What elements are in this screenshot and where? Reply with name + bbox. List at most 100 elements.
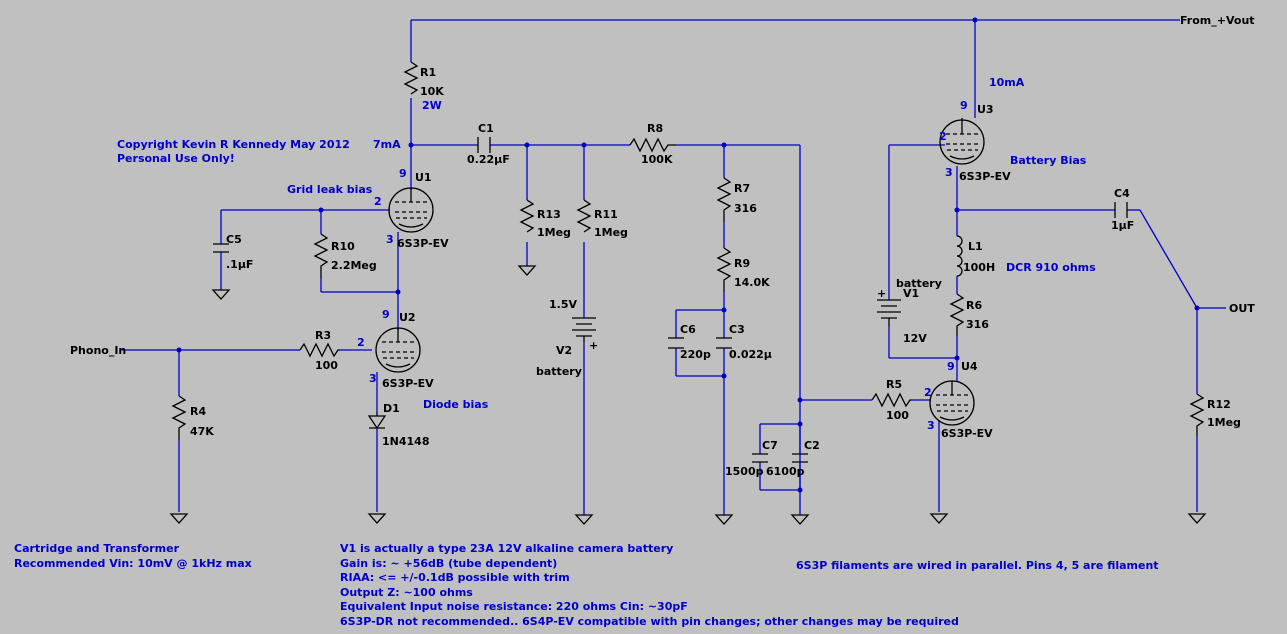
r4-ref: R4 xyxy=(190,405,206,418)
r7-symbol xyxy=(716,177,732,222)
l1-inductor-symbol xyxy=(956,235,963,277)
r12-value: 1Meg xyxy=(1207,416,1241,429)
c1-symbol xyxy=(477,137,491,153)
r11-value: 1Meg xyxy=(594,226,628,239)
u3-pin-plate: 9 xyxy=(960,99,968,112)
r5-symbol xyxy=(871,392,912,408)
u4-ref: U4 xyxy=(961,360,978,373)
v2-voltage: 1.5V xyxy=(549,298,577,311)
component-labels: R1 10K 2W C1 0.22µF R8 100K R13 1Meg R11… xyxy=(190,66,1241,478)
u3-model: 6S3P-EV xyxy=(959,170,1011,183)
capacitors xyxy=(213,137,1128,490)
u3-pin-cathode: 3 xyxy=(945,166,953,179)
cartridge-note-1: Cartridge and Transformer xyxy=(14,542,180,555)
resistors xyxy=(171,61,1205,440)
r8-value: 100K xyxy=(641,153,673,166)
tube-u1 xyxy=(388,187,434,233)
c1-value: 0.22µF xyxy=(467,153,510,166)
l1-value: 100H xyxy=(963,261,995,274)
design-note-5: Equivalent Input noise resistance: 220 o… xyxy=(340,600,688,613)
u4-pin-cathode: 3 xyxy=(927,419,935,432)
u3-current-label: 10mA xyxy=(989,76,1025,89)
design-note-1: V1 is actually a type 23A 12V alkaline c… xyxy=(340,542,673,555)
dcr-label: DCR 910 ohms xyxy=(1006,261,1096,274)
r11-ref: R11 xyxy=(594,208,618,221)
copyright-line-1: Copyright Kevin R Kennedy May 2012 xyxy=(117,138,350,151)
c4-symbol xyxy=(1114,202,1128,218)
r12-ref: R12 xyxy=(1207,398,1231,411)
r6-ref: R6 xyxy=(966,299,982,312)
u2-model: 6S3P-EV xyxy=(382,377,434,390)
r1-value: 10K xyxy=(420,85,444,98)
v2-ref: V2 xyxy=(556,344,572,357)
r4-symbol xyxy=(171,395,187,440)
r1-rating: 2W xyxy=(422,99,442,112)
c5-ref: C5 xyxy=(226,233,242,246)
v1-ref: V1 xyxy=(903,287,919,300)
v2-plus: + xyxy=(589,339,598,352)
copyright-line-2: Personal Use Only! xyxy=(117,152,235,165)
filament-note: 6S3P filaments are wired in parallel. Pi… xyxy=(796,559,1159,572)
r10-ref: R10 xyxy=(331,240,355,253)
junction-dots xyxy=(176,17,1200,493)
u2-pin-plate: 9 xyxy=(382,308,390,321)
c1-ref: C1 xyxy=(478,122,494,135)
r5-ref: R5 xyxy=(886,378,902,391)
r3-symbol xyxy=(299,342,340,358)
wires xyxy=(122,19,1226,515)
design-note-3: RIAA: <= +/-0.1dB possible with trim xyxy=(340,571,570,584)
u1-ref: U1 xyxy=(415,171,432,184)
u2-pin-cathode: 3 xyxy=(369,372,377,385)
battery-bias-label: Battery Bias xyxy=(1010,154,1087,167)
batteries xyxy=(572,299,901,342)
r6-symbol xyxy=(949,293,965,336)
net-label-phono-in: Phono_In xyxy=(70,344,126,357)
annotations: Copyright Kevin R Kennedy May 2012 Perso… xyxy=(14,76,1159,628)
design-note-6: 6S3P-DR not recommended.. 6S4P-EV compat… xyxy=(340,615,959,628)
u4-pin-plate: 9 xyxy=(947,360,955,373)
ground-symbols xyxy=(170,265,1206,525)
d1-value: 1N4148 xyxy=(382,435,429,448)
r9-symbol xyxy=(716,247,732,292)
l1-ref: L1 xyxy=(968,240,983,253)
r8-ref: R8 xyxy=(647,122,663,135)
tube-u4 xyxy=(929,380,975,426)
cartridge-note-2: Recommended Vin: 10mV @ 1kHz max xyxy=(14,557,252,570)
v2-battery-symbol xyxy=(572,317,596,342)
d1-ref: D1 xyxy=(383,402,400,415)
u1-model: 6S3P-EV xyxy=(397,237,449,250)
c7-value: 1500p xyxy=(725,465,764,478)
c5-symbol xyxy=(213,243,229,253)
v1-voltage: 12V xyxy=(903,332,927,345)
u4-model: 6S3P-EV xyxy=(941,427,993,440)
d1-diode-symbol xyxy=(367,412,387,430)
c6-ref: C6 xyxy=(680,323,696,336)
u1-pin-cathode: 3 xyxy=(386,233,394,246)
r13-value: 1Meg xyxy=(537,226,571,239)
r7-value: 316 xyxy=(734,202,757,215)
u1-pin-grid: 2 xyxy=(374,195,382,208)
r6-value: 316 xyxy=(966,318,989,331)
r13-symbol xyxy=(519,199,535,233)
r1-ref: R1 xyxy=(420,66,436,79)
c4-ref: C4 xyxy=(1114,187,1130,200)
tube-labels: U1 6S3P-EV 9 2 3 U2 6S3P-EV 9 2 3 U3 6S3… xyxy=(357,99,1011,440)
net-label-vout: From_+Vout xyxy=(1180,14,1255,27)
tube-u2 xyxy=(375,327,421,373)
c6-symbol xyxy=(668,337,684,349)
r3-value: 100 xyxy=(315,359,338,372)
r11-symbol xyxy=(576,199,592,233)
u2-ref: U2 xyxy=(399,311,416,324)
r3-ref: R3 xyxy=(315,329,331,342)
r10-value: 2.2Meg xyxy=(331,259,377,272)
r4-value: 47K xyxy=(190,425,214,438)
c3-value: 0.022µ xyxy=(729,348,772,361)
r12-symbol xyxy=(1189,393,1205,436)
c3-ref: C3 xyxy=(729,323,745,336)
r13-ref: R13 xyxy=(537,208,561,221)
c2-ref: C2 xyxy=(804,439,820,452)
grid-leak-bias-label: Grid leak bias xyxy=(287,183,373,196)
c6-value: 220p xyxy=(680,348,711,361)
v1-plus: + xyxy=(877,287,886,300)
